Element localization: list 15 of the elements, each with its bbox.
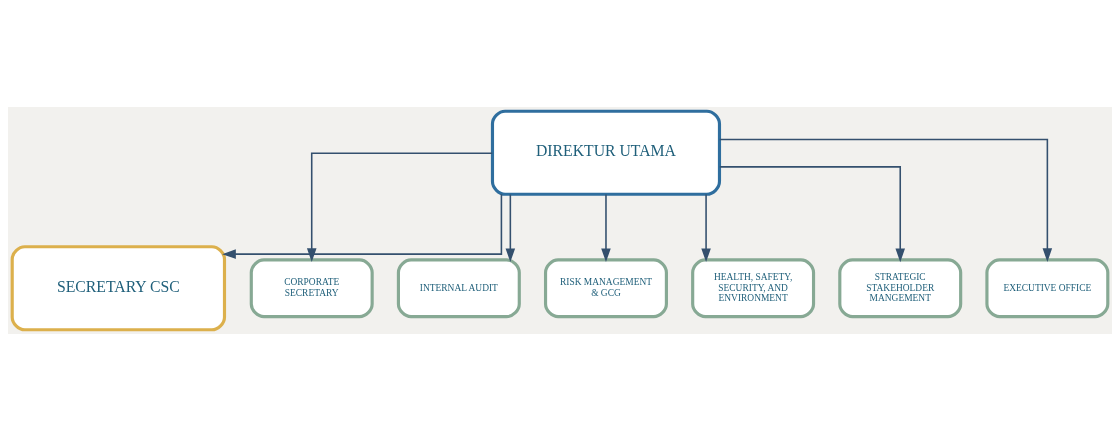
node-box: INTERNAL AUDIT	[396, 258, 521, 319]
arrow	[701, 193, 711, 263]
node-box: EXECUTIVE OFFICE	[985, 258, 1110, 319]
arrow	[601, 193, 611, 263]
arrow	[718, 166, 906, 263]
arrow	[718, 138, 1053, 262]
arrow	[505, 193, 516, 263]
node-box: STRATEGIC STAKEHOLDER MANGEMENT	[838, 258, 963, 319]
arrow	[306, 152, 493, 263]
node-box: HEALTH, SAFETY, SECURITY, AND ENVIRONMENT	[691, 258, 816, 319]
node-box: CORPORATE SECRETARY	[249, 258, 374, 319]
arrow	[222, 193, 503, 259]
node-box: RISK MANAGEMENT & GCG	[543, 258, 668, 319]
node-box: SECRETARY CSC	[10, 245, 227, 332]
node-box: DIREKTUR UTAMA	[490, 109, 722, 196]
